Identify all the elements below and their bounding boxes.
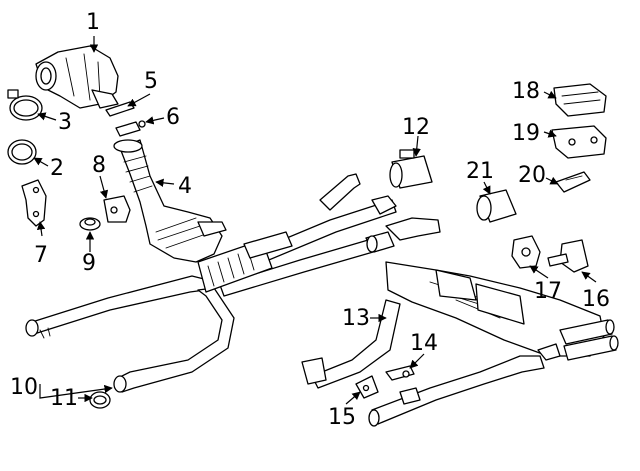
gasket <box>7 139 37 165</box>
front-exhaust-pipe-assembly <box>25 173 397 393</box>
callout-9: 9 <box>82 251 96 276</box>
exhaust-tip <box>476 189 517 223</box>
tailpipe-tip <box>389 149 433 189</box>
callout-17: 17 <box>534 279 562 304</box>
callout-11: 11 <box>50 386 78 411</box>
turbo-downpipe <box>35 45 119 109</box>
callout-15: 15 <box>328 405 356 430</box>
pipe-clamp <box>89 391 111 409</box>
callout-21: 21 <box>466 159 494 184</box>
bracket <box>21 179 47 227</box>
callout-20: 20 <box>518 163 546 188</box>
callout-6: 6 <box>166 105 180 130</box>
rear-crossover-pipe <box>368 355 545 427</box>
catalytic-converter <box>113 139 227 263</box>
rear-muffler-assembly <box>365 217 619 361</box>
mounting-bracket <box>103 195 131 223</box>
callout-16: 16 <box>582 287 610 312</box>
spring-clip <box>555 171 591 193</box>
gasket-and-nut <box>105 101 146 137</box>
leader-lines <box>33 36 597 405</box>
rubber-grommet <box>79 217 101 231</box>
callout-8: 8 <box>92 153 106 178</box>
callout-labels: 1 2 3 4 5 6 7 8 9 10 11 12 13 14 15 16 1… <box>10 10 610 430</box>
control-module <box>553 83 607 117</box>
module-bracket <box>551 125 607 159</box>
callout-12: 12 <box>402 115 430 140</box>
exhaust-hanger <box>385 365 415 381</box>
valve-actuator <box>511 235 541 269</box>
callout-1: 1 <box>86 10 100 35</box>
callout-14: 14 <box>410 331 438 356</box>
callout-19: 19 <box>512 121 540 146</box>
exhaust-clamp <box>7 89 43 121</box>
callout-10: 10 <box>10 375 38 400</box>
callout-2: 2 <box>50 156 64 181</box>
callout-5: 5 <box>144 69 158 94</box>
callout-4: 4 <box>178 174 192 199</box>
callout-7: 7 <box>34 243 48 268</box>
callout-13: 13 <box>342 306 370 331</box>
callout-18: 18 <box>512 79 540 104</box>
actuator-bracket <box>547 239 589 273</box>
hanger-bracket <box>355 375 379 399</box>
callout-3: 3 <box>58 110 72 135</box>
intermediate-pipe <box>301 299 401 389</box>
